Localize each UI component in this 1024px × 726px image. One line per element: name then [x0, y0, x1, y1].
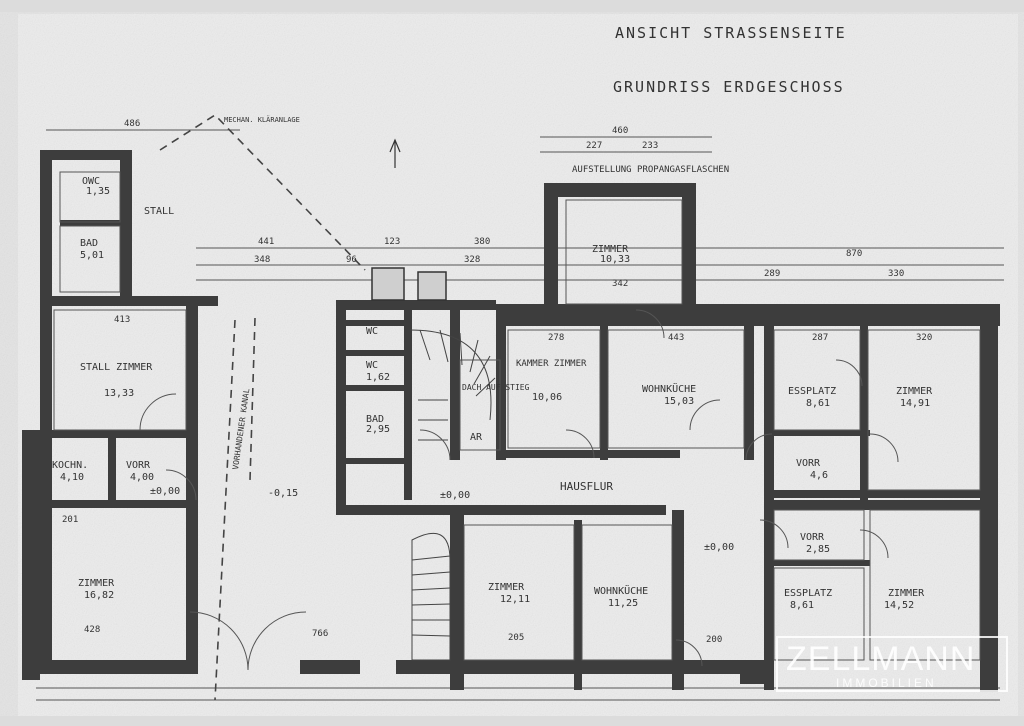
- room-bad1-area: 5,01: [80, 250, 104, 261]
- room-zimmer-top-area: 10,33: [600, 254, 630, 265]
- level-label-1: ±0,00: [440, 490, 470, 501]
- klaer-label: MECHAN. KLÄRANLAGE: [224, 115, 300, 124]
- room-bad2-name: BAD: [366, 414, 384, 425]
- room-zimmer-se-name: ZIMMER: [888, 588, 925, 599]
- dim: 428: [84, 625, 100, 635]
- room-dach-name: DACH AUF STIEG: [462, 383, 530, 392]
- view-title: ANSICHT STRASSENSEITE: [615, 24, 847, 42]
- room-bad1-name: BAD: [80, 238, 98, 249]
- dim: 380: [474, 237, 490, 247]
- dim: 342: [612, 279, 628, 289]
- dim: 870: [846, 249, 862, 259]
- dim: 227: [586, 141, 602, 151]
- dim: 200: [706, 635, 722, 645]
- room-wohnkueche2-area: 11,25: [608, 598, 638, 609]
- dim: 443: [668, 333, 684, 343]
- propane-label: AUFSTELLUNG PROPANGASFLASCHEN: [572, 165, 729, 175]
- room-owc-name: OWC: [82, 176, 100, 187]
- room-kammer-name: KAMMER ZIMMER: [516, 359, 587, 369]
- chimney-icons: [371, 267, 447, 301]
- room-vorr2-name: VORR: [796, 458, 821, 469]
- room-ar1-name: AR: [470, 432, 483, 443]
- dim: 460: [612, 126, 628, 136]
- dim: 123: [384, 237, 400, 247]
- staircase-lower: [411, 532, 451, 661]
- dim: 413: [114, 315, 130, 325]
- room-wc1-name: WC: [366, 326, 378, 337]
- dim: 441: [258, 237, 274, 247]
- room-essplatz1-area: 8,61: [806, 398, 830, 409]
- room-zimmer-ne-name: ZIMMER: [896, 386, 933, 397]
- dim: 328: [464, 255, 480, 265]
- watermark-brand: ZELLMANN: [786, 640, 976, 678]
- dim: 96: [346, 255, 357, 265]
- scan-edge-bottom: [0, 716, 1024, 726]
- level-label-3: ±0,00: [150, 486, 180, 497]
- dim: 205: [508, 633, 524, 643]
- room-essplatz1-name: ESSPLATZ: [788, 386, 836, 397]
- dim: 278: [548, 333, 564, 343]
- hausflur-label: HAUSFLUR: [560, 480, 613, 493]
- room-kochn-area: 4,10: [60, 472, 84, 483]
- room-wc2-name: WC: [366, 360, 378, 371]
- dim: 348: [254, 255, 270, 265]
- room-zimmer-mid-area: 12,11: [500, 594, 530, 605]
- dim: 287: [812, 333, 828, 343]
- door-swings: [139, 309, 899, 671]
- room-stall-zimmer-area: 13,33: [104, 388, 134, 399]
- room-vorr3-area: 2,85: [806, 544, 830, 555]
- dim: 330: [888, 269, 904, 279]
- room-wohnkueche1-name: WOHNKÜCHE: [642, 382, 696, 395]
- dim: 766: [312, 629, 328, 639]
- room-vorr1-name: VORR: [126, 460, 151, 471]
- room-kammer-area: 10,06: [532, 392, 562, 403]
- watermark-frame: [776, 636, 1008, 692]
- dim: 486: [124, 119, 140, 129]
- level-label-4: -0,15: [268, 488, 298, 499]
- dim: 233: [642, 141, 658, 151]
- walls: [22, 150, 1000, 692]
- sewer-lines: [159, 113, 366, 701]
- room-zimmer-mid-name: ZIMMER: [488, 582, 525, 593]
- room-essplatz2-area: 8,61: [790, 600, 814, 611]
- room-zimmer-sw-area: 16,82: [84, 590, 114, 601]
- room-zimmer-se-area: 14,52: [884, 600, 914, 611]
- room-essplatz2-name: ESSPLATZ: [784, 588, 832, 599]
- room-zimmer-sw-name: ZIMMER: [78, 578, 115, 589]
- room-labels: OWC 1,35 BAD 5,01 STALL STALL ZIMMER 13,…: [52, 176, 933, 611]
- room-zimmer-ne-area: 14,91: [900, 398, 930, 409]
- room-stall-zimmer-name: STALL ZIMMER: [80, 362, 153, 373]
- dimension-lines: [36, 129, 1004, 701]
- north-arrow-icon: [389, 138, 401, 168]
- room-owc-area: 1,35: [86, 186, 110, 197]
- level-label-2: ±0,00: [704, 542, 734, 553]
- room-vorr3-name: VORR: [800, 532, 825, 543]
- room-zimmer-top-name: ZIMMER: [592, 244, 629, 255]
- dim: 320: [916, 333, 932, 343]
- dimension-numbers: 486 460 227 233 441 123 380 870 348 96 3…: [62, 119, 932, 645]
- room-wohnkueche1-area: 15,03: [664, 396, 694, 407]
- plan-title: GRUNDRISS ERDGESCHOSS: [613, 78, 845, 96]
- dim: 289: [764, 269, 780, 279]
- scan-edge-top: [0, 0, 1024, 12]
- watermark-sub: IMMOBILIEN: [836, 676, 937, 690]
- room-kochn-name: KOCHN.: [52, 460, 88, 471]
- room-outlines: [53, 171, 981, 661]
- room-bad2-area: 2,95: [366, 424, 390, 435]
- room-vorr1-area: 4,00: [130, 472, 154, 483]
- room-vorr2-area: 4,6: [810, 470, 828, 481]
- room-stall1-name: STALL: [144, 206, 174, 217]
- dim: 201: [62, 515, 78, 525]
- room-wohnkueche2-name: WOHNKÜCHE: [594, 584, 648, 597]
- room-wc2-area: 1,62: [366, 372, 390, 383]
